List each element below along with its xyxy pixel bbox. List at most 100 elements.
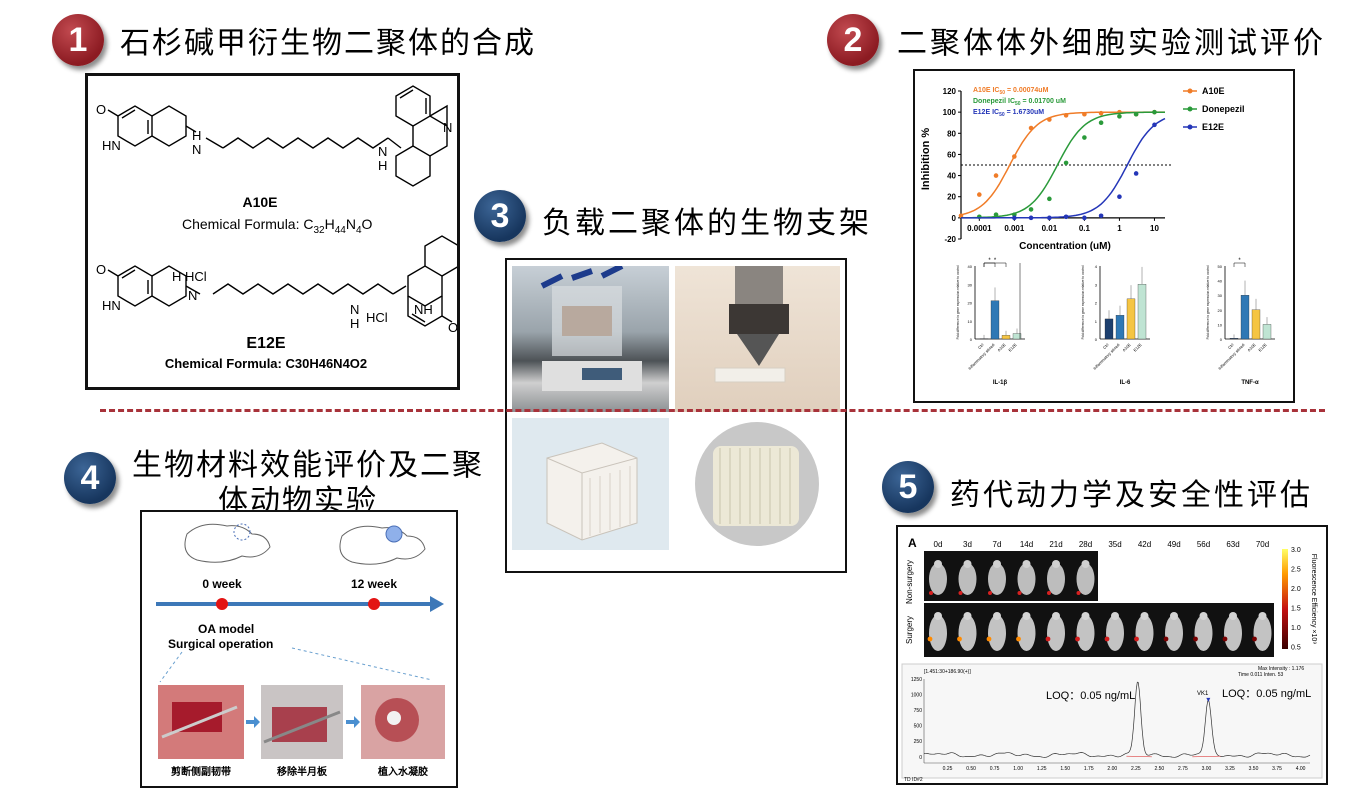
- a10e-amine-h2: H: [378, 158, 387, 173]
- bar-category-label: E12E: [1007, 342, 1018, 353]
- week-0-marker: [216, 598, 228, 610]
- bar-ytick: 2: [1095, 301, 1098, 306]
- mouse-surgery: [958, 615, 977, 651]
- chrom-xtick: 3.00: [1202, 766, 1212, 772]
- fit-curve-a10e: [960, 111, 1165, 216]
- fluorescence-spot: [1193, 636, 1198, 642]
- bioprinter-photo: [512, 266, 669, 412]
- colorbar-tick: 1.5: [1291, 606, 1301, 613]
- ic50-ytick: 120: [943, 87, 957, 96]
- series-legend-e12e: E12E: [1202, 122, 1224, 132]
- a10e-amine-h: H: [192, 128, 201, 143]
- mouse-non-surgery: [1017, 563, 1036, 595]
- ic50-legend-donepezil: Donepezil IC50 = 0.01700 uM: [973, 98, 1066, 107]
- e12e-oxygen-right: O: [448, 320, 457, 335]
- fluorescence-spot: [1075, 636, 1080, 642]
- point-donepezil: [1047, 196, 1052, 202]
- day-label: 63d: [1226, 540, 1239, 549]
- ic50-ylabel: Inhibition %: [920, 128, 932, 191]
- bar-ytick: 0: [1220, 337, 1223, 342]
- bar-ctrl: [1104, 318, 1114, 340]
- a10e-ring-n: N: [443, 120, 452, 135]
- point-donepezil: [1133, 111, 1139, 117]
- e12e-amine-h2: H: [350, 316, 359, 331]
- mouse-surgery: [988, 615, 1006, 651]
- mouse-surgery: [1076, 615, 1095, 651]
- fluorescence-spot: [986, 636, 992, 642]
- colorbar-label: Fluorescence Efficiency ×10⁹: [1310, 554, 1317, 645]
- ic50-xlabel: Concentration (uM): [1019, 241, 1111, 252]
- mouse-surgery: [929, 615, 947, 651]
- chrom-xtick: 3.25: [1225, 766, 1235, 772]
- bar-ytick: 1: [1095, 319, 1098, 324]
- mouse-non-surgery: [958, 563, 977, 595]
- bar-ytick: 30: [968, 282, 973, 287]
- point-a10e: [1047, 117, 1052, 122]
- point-a10e: [1012, 154, 1017, 159]
- bar-ytick: 0: [970, 337, 973, 342]
- vk1-marker: [1206, 697, 1211, 702]
- day-label: 7d: [993, 540, 1002, 549]
- point-e12e: [1012, 215, 1017, 221]
- fluorescence-spot: [1047, 591, 1051, 595]
- colorbar-tick: 2.0: [1291, 586, 1301, 593]
- bar-ytick: 40: [1218, 279, 1223, 284]
- fluorescence-spot: [1134, 636, 1139, 642]
- step-5-badge: 5: [882, 461, 934, 513]
- step-cut-ligament: 剪断侧副韧带: [171, 765, 231, 778]
- step-3-badge: 3: [474, 190, 526, 242]
- point-e12e: [1098, 213, 1104, 219]
- day-label: 35d: [1108, 540, 1121, 549]
- point-a10e: [958, 213, 964, 219]
- chrom-ytick: 1250: [911, 677, 922, 683]
- bar-category-label: A10E: [996, 342, 1007, 353]
- bar-chart-title: IL-1β: [993, 380, 1008, 386]
- day-label: 14d: [1020, 540, 1033, 549]
- point-a10e: [1082, 111, 1087, 117]
- point-donepezil: [1082, 135, 1087, 140]
- chrom-xtick: 0.50: [966, 766, 976, 772]
- mouse-surgery: [1106, 615, 1124, 651]
- a10e-hn-label: HN: [102, 138, 121, 153]
- scaffold-disc-photo: [675, 418, 840, 550]
- ic50-ytick: 0: [952, 214, 957, 223]
- week-12-marker: [368, 598, 380, 610]
- ic50-legend-e12e: E12E IC50 = 1.6730uM: [973, 109, 1044, 118]
- chrom-xtick: 1.75: [1084, 766, 1094, 772]
- a10e-oxygen-label: O: [96, 102, 106, 117]
- bar-a10e: [1251, 309, 1261, 340]
- bar-e12e: [1137, 284, 1147, 340]
- bar-ytick: 0: [1095, 337, 1098, 342]
- point-donepezil: [1152, 109, 1157, 115]
- step-5-title: 药代动力学及安全性评估: [950, 478, 1313, 513]
- chrom-ytick: 0: [919, 755, 922, 761]
- a10e-amine-n2: N: [378, 144, 387, 159]
- fluorescence-spot: [1252, 636, 1257, 642]
- ic50-xtick: 1: [1117, 224, 1122, 233]
- chrom-xtick: 2.75: [1178, 766, 1188, 772]
- day-label: 0d: [934, 540, 943, 549]
- e12e-name: E12E: [246, 335, 285, 352]
- week-12-label: 12 week: [351, 577, 397, 591]
- bar-ylabel: Fold difference in gene expression relat…: [1206, 265, 1210, 339]
- fluorescence-spot: [1017, 591, 1022, 595]
- row-label-non-surgery: Non-surgery: [905, 560, 914, 604]
- bar-ytick: 40: [968, 264, 973, 269]
- e12e-amine-n: N: [188, 288, 197, 303]
- scaffold-cube-photo: [512, 418, 669, 550]
- fluorescence-spot: [957, 636, 962, 642]
- chrom-time: Time 0.011 Inten. 53: [1238, 672, 1284, 678]
- day-label: 3d: [963, 540, 972, 549]
- loq-label-1: LOQ：0.05 ng/mL: [1046, 690, 1135, 702]
- chrom-xtick: 1.25: [1037, 766, 1047, 772]
- fluorescence-spot: [958, 591, 963, 595]
- bar-a10e: [1126, 298, 1136, 340]
- mouse-surgery: [1194, 615, 1213, 651]
- chrom-ytick: 750: [914, 708, 923, 714]
- day-label: 49d: [1167, 540, 1180, 549]
- week-0-label: 0 week: [202, 577, 242, 591]
- row-label-surgery: Surgery: [905, 616, 914, 644]
- chemical-structures-panel: O HN H N N H N O HN H HCl N N H HCl NH O…: [85, 73, 460, 390]
